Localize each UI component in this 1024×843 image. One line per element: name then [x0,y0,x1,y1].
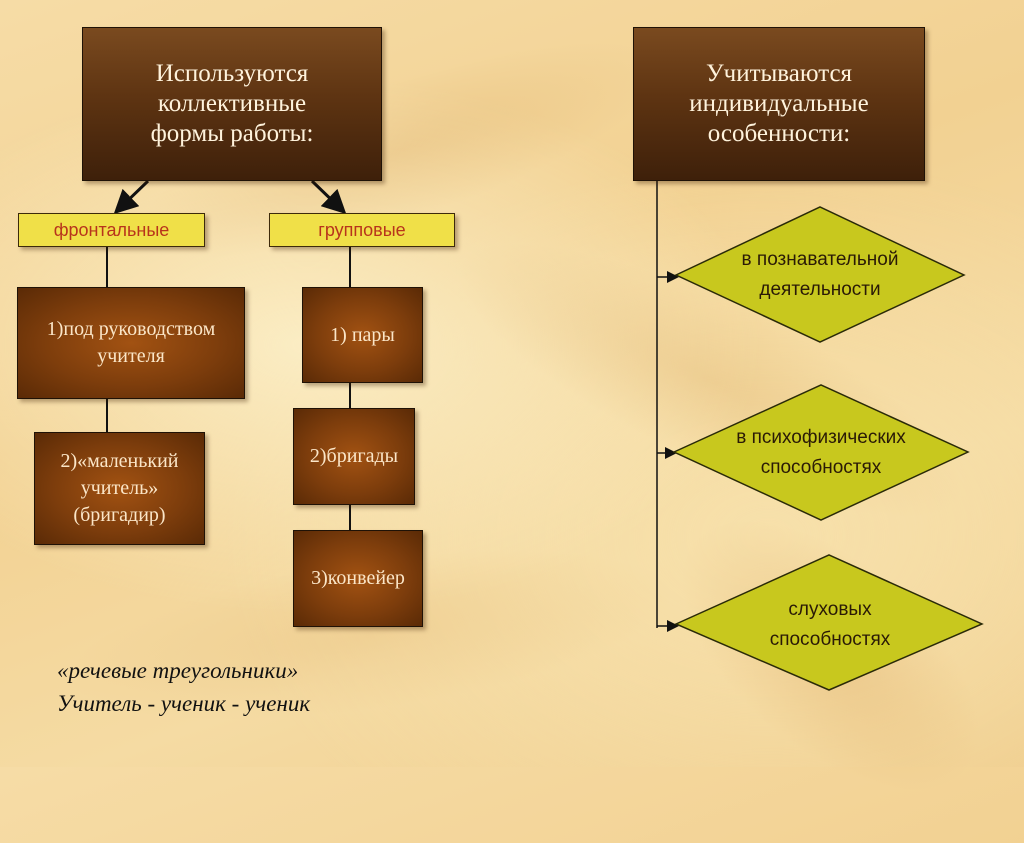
feature-line: деятельности [759,279,881,300]
feature-line: способностях [769,629,891,650]
group-item-brigades: 2)бригады [293,408,415,505]
group-tag: групповые [269,213,455,247]
header-line: коллективные [157,90,307,117]
header-line: индивидуальные [689,90,869,117]
item-line: 2)бригады [309,445,399,467]
feature-line: способностях [760,457,882,478]
diamond-shape [674,554,984,691]
diamond-shape [672,384,970,521]
item-line: 1)под руководством [46,318,216,340]
note-title: «речевые треугольники» [57,658,299,683]
item-line: 1) пары [330,323,395,346]
individual-features-header: Учитываются индивидуальные особенности: [633,27,925,181]
group-label: групповые [318,219,406,240]
item-line: (бригадир) [73,504,166,526]
item-line: учителя [97,345,165,367]
group-item-pairs: 1) пары [302,287,423,383]
speech-triangles-note: «речевые треугольники» Учитель - ученик … [57,654,310,720]
header-line: особенности: [707,120,851,147]
header-line: Учитываются [705,60,853,87]
item-line: 3)конвейер [311,567,405,589]
feature-line: в познавательной [741,249,899,270]
diamond-shape [674,206,966,343]
item-line: 2)«маленький [60,450,179,472]
frontal-label: фронтальные [53,219,170,240]
feature-line: в психофизических [736,427,906,448]
note-roles: Учитель - ученик - ученик [57,691,311,716]
header-line: Используются [155,60,309,87]
feature-psychophysical: в психофизических способностях [700,418,942,488]
frontal-item-little-teacher: 2)«маленький учитель» (бригадир) [34,432,205,545]
group-item-conveyor: 3)конвейер [293,530,423,627]
header-line: формы работы: [150,120,314,147]
item-line: учитель» [80,477,159,499]
feature-cognitive: в познавательной деятельности [700,240,940,310]
feature-auditory: слуховых способностях [710,590,950,660]
collective-forms-header: Используются коллективные формы работы: [82,27,382,181]
connector-lines [106,179,984,691]
frontal-item-teacher: 1)под руководством учителя [17,287,245,399]
feature-line: слуховых [788,599,872,620]
frontal-tag: фронтальные [18,213,205,247]
